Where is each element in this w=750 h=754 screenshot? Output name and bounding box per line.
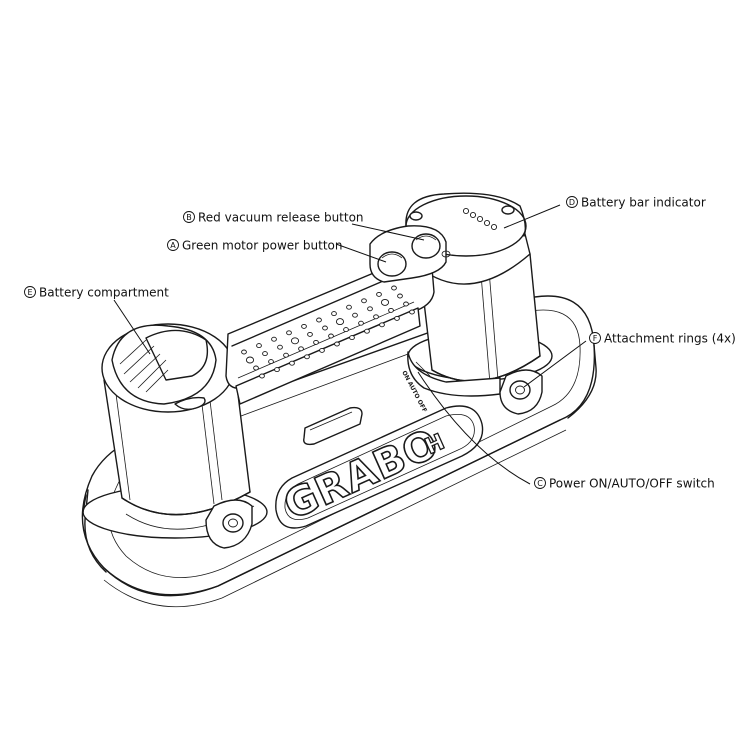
grip-dot xyxy=(391,285,397,291)
grip-dot xyxy=(334,341,340,347)
callout-d: D Battery bar indicator xyxy=(566,196,706,210)
grip-dot xyxy=(245,356,255,364)
callout-a-text: Green motor power button xyxy=(182,239,342,253)
grip-dot xyxy=(290,337,300,345)
grip-dot xyxy=(379,322,385,328)
grip-dot xyxy=(403,301,409,307)
grip-dot xyxy=(322,325,328,331)
grip-dot xyxy=(380,298,390,306)
green-motor-power-button[interactable] xyxy=(377,251,407,277)
callout-d-letter: D xyxy=(569,198,575,207)
grip-dot xyxy=(277,344,283,350)
grip-dot xyxy=(335,318,345,326)
grip-dot xyxy=(376,291,382,297)
grip-dot xyxy=(298,346,304,352)
grip-dot xyxy=(307,331,313,337)
grip-dot xyxy=(316,317,322,323)
grip-dot xyxy=(256,343,262,349)
callout-b-letter: B xyxy=(186,213,192,222)
handle xyxy=(225,258,435,405)
grip-dot xyxy=(313,339,319,345)
grip-dot xyxy=(394,315,400,321)
grip-dot xyxy=(289,360,295,366)
control-buttons xyxy=(369,225,451,283)
grip-dot xyxy=(352,312,358,318)
grip-dot xyxy=(301,323,307,329)
callout-c: C Power ON/AUTO/OFF switch xyxy=(534,477,715,491)
grip-dot xyxy=(331,311,337,317)
grip-dot xyxy=(349,335,355,341)
grip-dot xyxy=(259,373,265,379)
callout-b: B Red vacuum release button xyxy=(183,211,364,225)
callout-a-letter: A xyxy=(170,241,176,250)
grip-dot xyxy=(397,293,403,299)
grip-dot xyxy=(328,333,334,339)
grip-dot xyxy=(283,352,289,358)
grip-dot xyxy=(274,367,280,373)
callout-f-letter: F xyxy=(593,334,598,343)
grip-dot xyxy=(361,298,367,304)
grip-dot xyxy=(268,359,274,365)
grip-dot xyxy=(241,349,247,355)
grip-dot xyxy=(286,330,292,336)
grip-dot xyxy=(253,365,259,371)
grip-dot xyxy=(364,328,370,334)
grip-dot xyxy=(373,314,379,320)
callout-e-letter: E xyxy=(27,288,32,297)
grip-dot xyxy=(319,347,325,353)
grip-dot xyxy=(346,304,352,310)
grip-dot xyxy=(388,307,394,313)
callout-b-text: Red vacuum release button xyxy=(198,211,364,225)
red-vacuum-release-button[interactable] xyxy=(411,233,441,259)
callout-c-letter: C xyxy=(537,479,543,488)
callout-e: E Battery compartment xyxy=(24,286,169,300)
callout-c-text: Power ON/AUTO/OFF switch xyxy=(549,477,715,491)
base-slot xyxy=(303,406,363,446)
grip-dot xyxy=(271,336,277,342)
grip-dot xyxy=(367,306,373,312)
grip-dot xyxy=(358,320,364,326)
callout-f-text: Attachment rings (4x) xyxy=(604,332,736,346)
grip-dot xyxy=(409,309,415,315)
callout-f: F Attachment rings (4x) xyxy=(589,332,736,346)
grip-dots xyxy=(241,285,415,379)
grip-dot xyxy=(262,351,268,357)
grip-dot xyxy=(304,354,310,360)
leader-lines xyxy=(113,204,587,485)
callout-d-text: Battery bar indicator xyxy=(581,196,706,210)
grip-dot xyxy=(343,327,349,333)
callout-a: A Green motor power button xyxy=(167,239,342,253)
callout-e-text: Battery compartment xyxy=(39,286,169,300)
